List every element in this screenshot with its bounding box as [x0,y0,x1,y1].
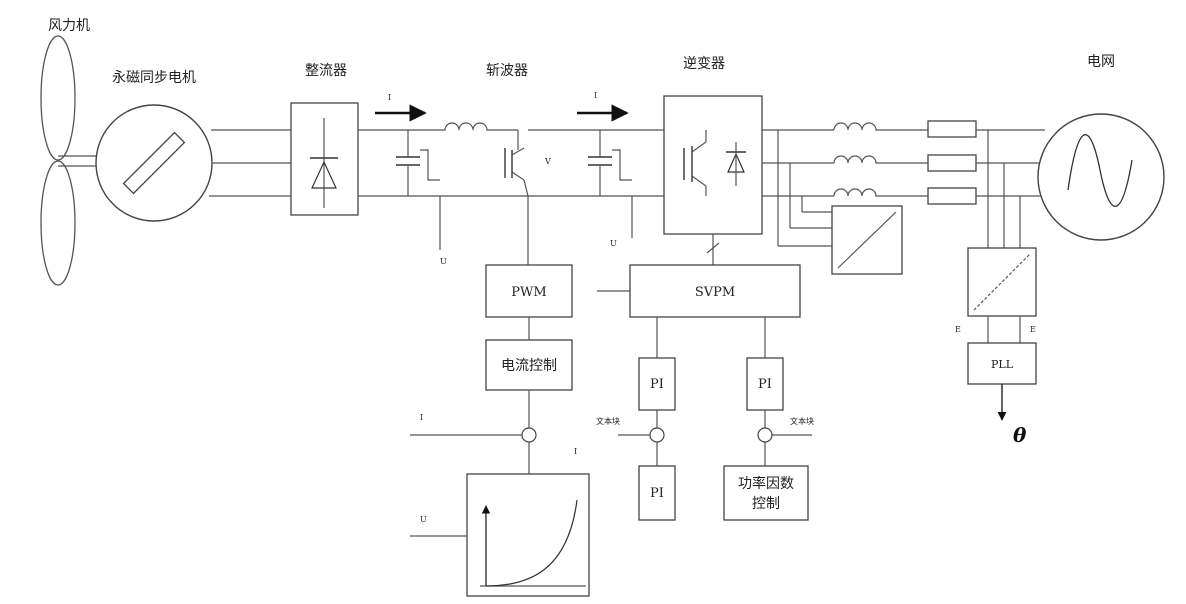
theta-output: θ [1013,423,1027,447]
pi-block-3 [638,465,676,521]
chopper-inductor [440,122,518,131]
pi-2-label: PI [758,377,772,392]
pwm-label: PWM [511,285,546,300]
diode-icon [311,160,337,189]
pf-control-label-1: 功率因数 [738,475,794,492]
label-u-dc2: U [610,239,617,248]
blade-lower [40,160,76,286]
pll-label: PLL [991,358,1014,371]
rectifier-block [290,102,359,216]
sum-junction-3 [757,427,773,443]
power-curve [485,499,578,587]
inverter-gate-slash [706,242,720,254]
ac-lines-gen [209,129,291,197]
pmsg-generator [95,104,213,222]
label-textbox-right: 文本块 [790,416,814,426]
transformer-block-1 [831,205,903,275]
pf-control-label-2: 控制 [752,496,780,512]
label-e-left: E [955,325,961,334]
pf-control-block [723,465,809,521]
label-chop-current: I [594,91,597,100]
grid-source [1037,113,1165,241]
pll-block [967,342,1037,385]
pi-3-label: PI [650,486,664,501]
current-control-block [485,339,573,391]
rotor-bar [122,131,186,195]
current-sensor-taps [777,130,832,247]
label-v-mark: V [544,157,551,166]
label-pmsg: 永磁同步电机 [112,70,196,86]
current-control-label: 电流控制 [501,358,557,374]
pi-block-2 [746,357,784,411]
label-grid: 电网 [1087,54,1115,70]
sum-junction-1 [521,427,537,443]
label-chopper: 斩波器 [486,63,528,79]
transformer-block-2 [967,247,1037,317]
mppt-curve-block [466,473,590,597]
sine-wave-icon [1067,134,1133,207]
svpm-label: SVPM [695,285,735,300]
capacitor-1 [396,130,440,196]
wind-turbine [40,35,97,286]
voltage-taps [987,130,1021,248]
label-wind-turbine: 风力机 [48,18,90,34]
blade-upper [40,35,76,161]
svpm-block [629,264,801,318]
ac-output-lines [762,120,1045,205]
pi-block-1 [638,357,676,411]
label-e-right: E [1030,325,1036,334]
label-i-ref: I [420,413,423,422]
label-i-meas: I [574,447,577,456]
inverter-block [663,95,763,235]
label-rectifier: 整流器 [305,63,347,79]
label-u-dc1: U [440,257,447,266]
sum-junction-2 [649,427,665,443]
label-textbox-left: 文本块 [596,416,620,426]
label-u-in: U [420,515,427,524]
pi-1-label: PI [650,377,664,392]
chopper-switch [504,129,600,265]
pwm-block [485,264,573,318]
capacitor-2 [588,130,632,196]
label-inverter: 逆变器 [683,56,725,72]
label-rect-current: I [388,93,391,102]
